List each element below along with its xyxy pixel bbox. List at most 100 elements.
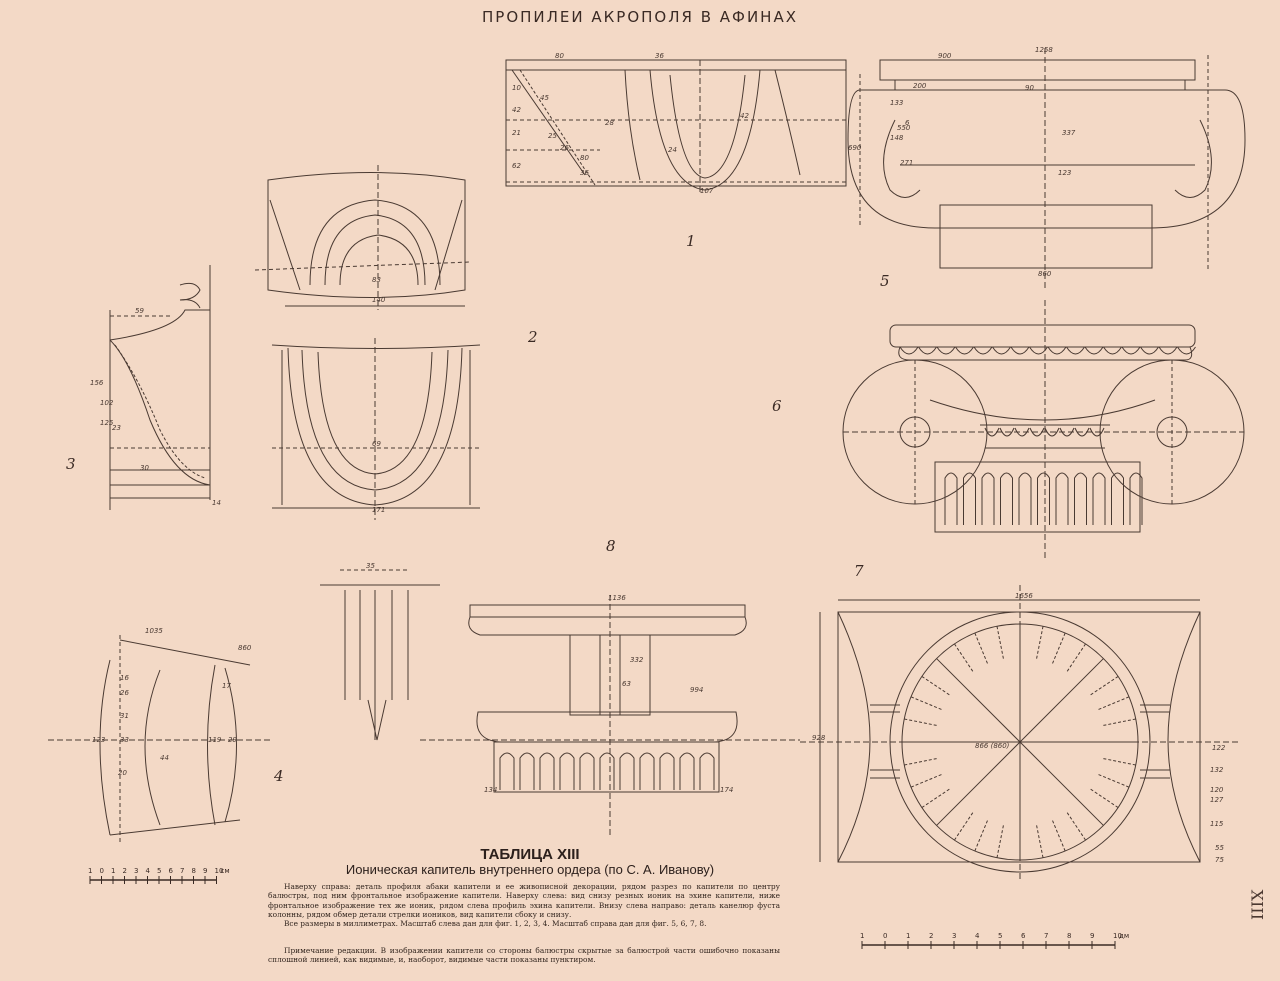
dimension-label: 26	[560, 144, 569, 152]
ovolo-egg	[955, 346, 974, 355]
caption-main: Наверху справа: деталь профиля абаки кап…	[268, 882, 780, 928]
ovolo-egg	[1044, 427, 1060, 437]
dimension-label: 21	[512, 129, 521, 137]
ovolo-egg	[1103, 346, 1122, 355]
dimension-label: 148	[890, 134, 904, 142]
flute	[944, 472, 958, 525]
dimension-label: 20	[118, 769, 127, 777]
dimension-label: 62	[512, 162, 521, 170]
dimension-label: 332	[630, 656, 644, 664]
ovolo-egg	[984, 427, 1000, 437]
dimension-label: 69	[372, 440, 381, 448]
dimension-label: 690	[848, 144, 862, 152]
page-title: ПРОПИЛЕИ АКРОПОЛЯ В АФИНАХ	[482, 8, 798, 26]
dimension-label: 156	[90, 379, 104, 387]
dimension-label: 90	[1025, 84, 1034, 92]
scale-tick-label: 4	[975, 932, 980, 940]
dimension-label: 928	[812, 734, 826, 742]
radial-line	[1036, 825, 1044, 858]
dimension-label: 174	[720, 786, 733, 794]
scale-unit: см	[221, 867, 230, 875]
radial-line	[904, 718, 937, 726]
dimension-label: 14	[212, 499, 221, 507]
ovolo-egg	[992, 346, 1011, 355]
dimension-label: 120	[1210, 786, 1224, 794]
figure-number-8: 8	[606, 537, 616, 555]
figure-1-section	[505, 59, 847, 195]
dimension-label: 35	[366, 562, 375, 570]
radial-line	[1052, 820, 1066, 852]
flute	[981, 472, 995, 525]
scale-tick-label: 3	[952, 932, 956, 940]
dimension-label: 25	[548, 132, 557, 140]
dimension-label: 271	[900, 159, 913, 167]
dimension-label: 30	[140, 464, 149, 472]
ovolo-egg	[1059, 427, 1075, 437]
figure-number-6: 6	[772, 397, 782, 415]
flute	[963, 472, 976, 525]
flute	[639, 752, 655, 790]
radial-line	[921, 676, 950, 696]
caption-paragraph-3: Примечание редакции. В изображении капит…	[268, 946, 780, 965]
radial-line	[910, 774, 942, 788]
radial-line	[936, 741, 1021, 826]
dimension-label: 102	[100, 399, 114, 407]
flute	[1018, 472, 1032, 525]
dimension-label: 107	[700, 187, 714, 195]
flute	[1074, 472, 1087, 525]
radial-line	[1098, 774, 1130, 788]
ovolo-egg	[1121, 346, 1141, 355]
scale-tick-label: 9	[203, 867, 207, 875]
scale-tick-label: 1	[906, 932, 910, 940]
scale-tick-label: 9	[1090, 932, 1094, 940]
caption-note: Примечание редакции. В изображении капит…	[268, 946, 780, 965]
side-mark: XIII	[1247, 889, 1266, 920]
flute	[1000, 472, 1013, 525]
dimension-label: 45	[540, 94, 549, 102]
flute	[499, 752, 515, 790]
dimension-label: 36	[580, 169, 589, 177]
scale-tick-label: 2	[123, 867, 127, 875]
dimension-label: 994	[690, 686, 703, 694]
dimension-label: 55	[1215, 844, 1224, 852]
ovolo-egg	[1177, 346, 1196, 355]
scale-tick-label: 6	[1021, 932, 1026, 940]
ovolo-egg	[899, 346, 919, 355]
radial-line	[1090, 676, 1119, 696]
radial-line	[936, 658, 1021, 743]
radial-line	[1066, 812, 1086, 841]
scale-tick-label: 0	[100, 867, 104, 875]
scale-tick-label: 5	[998, 932, 1002, 940]
flute	[699, 752, 715, 790]
dimension-label: 80	[580, 154, 589, 162]
radial-line	[974, 820, 988, 852]
scale-tick-label: 7	[180, 867, 184, 875]
dimension-label: 123	[1058, 169, 1071, 177]
dimension-label: 125	[100, 419, 114, 427]
dimension-label: 119	[208, 736, 222, 744]
dimension-label: 134	[484, 786, 497, 794]
scale-tick-label: 1	[88, 867, 92, 875]
scale-tick-label: 1	[111, 867, 115, 875]
figure-8-front-ovolo	[271, 338, 481, 520]
dimension-label: 122	[1212, 744, 1226, 752]
flute	[1037, 472, 1050, 525]
flute	[539, 752, 555, 790]
radial-line	[1098, 696, 1130, 710]
figure-6-flutes	[944, 472, 1143, 525]
figure-6-ovolo-row	[899, 346, 1196, 437]
dimension-label: 171	[372, 506, 385, 514]
ovolo-egg	[936, 346, 956, 355]
ovolo-egg	[1140, 346, 1159, 355]
radial-line	[974, 632, 988, 664]
dimension-label: 36	[655, 52, 664, 60]
figure-7-moldings	[870, 704, 1170, 779]
flute	[659, 752, 675, 790]
scale-tick-label: 2	[929, 932, 933, 940]
dimension-label: 1035	[145, 627, 163, 635]
radial-line	[910, 696, 942, 710]
caption-paragraph-1: Наверху справа: деталь профиля абаки кап…	[268, 882, 780, 919]
